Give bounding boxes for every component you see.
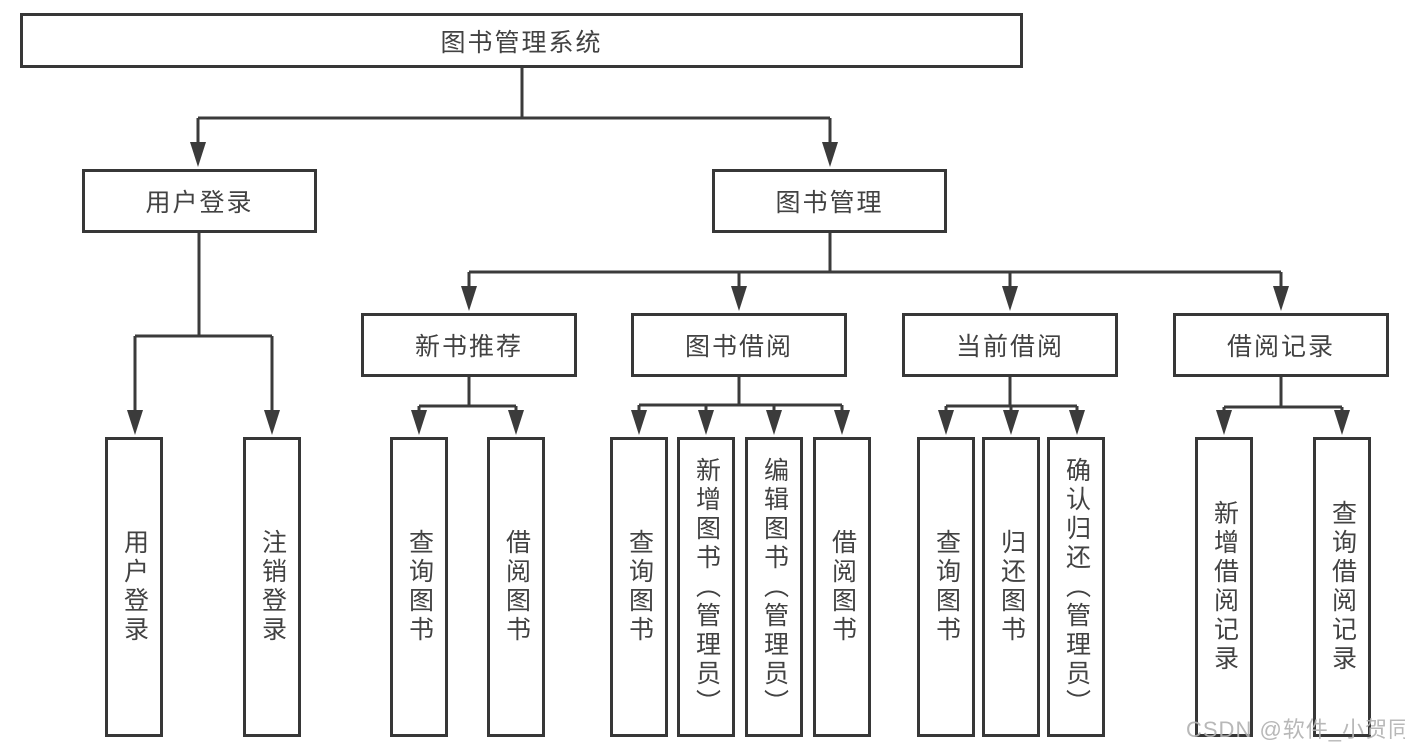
node-label: 新增图书（管理员） [692, 456, 721, 718]
leaf-query-books-2: 查询图书 [610, 437, 668, 737]
leaf-edit-books-admin: 编辑图书（管理员） [745, 437, 803, 737]
node-label: 确认归还（管理员） [1062, 456, 1091, 718]
node-label: 用户登录 [145, 189, 254, 217]
node-label: 查询图书 [405, 529, 434, 645]
arrow-down-icon [127, 410, 143, 435]
node-borrow-records: 借阅记录 [1173, 313, 1389, 377]
node-label: 归还图书 [997, 529, 1026, 645]
arrow-down-icon [1216, 410, 1232, 435]
leaf-return-books: 归还图书 [982, 437, 1040, 737]
arrow-down-icon [411, 410, 427, 435]
node-label: 查询借阅记录 [1328, 500, 1357, 674]
node-label: 编辑图书（管理员） [760, 456, 789, 718]
arrow-down-icon [508, 410, 524, 435]
leaf-add-borrow-record: 新增借阅记录 [1195, 437, 1253, 737]
arrow-down-icon [631, 410, 647, 435]
node-label: 注销登录 [258, 529, 287, 645]
arrow-down-icon [698, 410, 714, 435]
node-root: 图书管理系统 [20, 13, 1023, 68]
watermark: CSDN @软件_小贺同学 [1186, 717, 1405, 742]
leaf-borrow-books-1: 借阅图书 [487, 437, 545, 737]
leaf-add-books-admin: 新增图书（管理员） [677, 437, 735, 737]
arrow-down-icon [766, 410, 782, 435]
arrow-down-icon [1273, 286, 1289, 311]
connector-new-book-rec-children [417, 377, 518, 422]
arrow-down-icon [190, 142, 206, 167]
arrow-down-icon [264, 410, 280, 435]
node-label: 图书管理 [775, 189, 884, 217]
arrow-down-icon [822, 142, 838, 167]
leaf-query-borrow-record: 查询借阅记录 [1313, 437, 1371, 737]
node-current-borrow: 当前借阅 [902, 313, 1118, 377]
leaf-logout: 注销登录 [243, 437, 301, 737]
node-label: 查询图书 [625, 529, 654, 645]
node-label: 借阅记录 [1226, 333, 1335, 361]
connector-root-to-level2 [196, 68, 832, 154]
arrowheads [127, 142, 1350, 435]
node-label: 当前借阅 [955, 333, 1064, 361]
connector-book-borrow-children [637, 377, 844, 422]
arrow-down-icon [461, 286, 477, 311]
arrow-down-icon [1002, 286, 1018, 311]
connector-user-login-children [133, 233, 274, 422]
node-user-login: 用户登录 [82, 169, 317, 233]
arrow-down-icon [834, 410, 850, 435]
node-new-book-rec: 新书推荐 [361, 313, 577, 377]
connector-borrow-records-children [1222, 377, 1344, 422]
arrow-down-icon [1069, 410, 1085, 435]
arrow-down-icon [1334, 410, 1350, 435]
node-label: 借阅图书 [502, 529, 531, 645]
node-label: 图书借阅 [684, 333, 793, 361]
leaf-borrow-books-2: 借阅图书 [813, 437, 871, 737]
leaf-query-books-3: 查询图书 [917, 437, 975, 737]
arrow-down-icon [938, 410, 954, 435]
node-label: 用户登录 [120, 529, 149, 645]
node-book-mgmt: 图书管理 [712, 169, 947, 233]
leaf-user-login: 用户登录 [105, 437, 163, 737]
arrow-down-icon [1003, 410, 1019, 435]
leaf-query-books-1: 查询图书 [390, 437, 448, 737]
node-label: 查询图书 [932, 529, 961, 645]
node-label: 借阅图书 [828, 529, 857, 645]
node-book-borrow: 图书借阅 [631, 313, 847, 377]
arrow-down-icon [731, 286, 747, 311]
node-label: 新增借阅记录 [1210, 500, 1239, 674]
leaf-confirm-return-admin: 确认归还（管理员） [1047, 437, 1105, 737]
connector-book-mgmt-to-level3 [467, 233, 1283, 297]
node-label: 新书推荐 [414, 333, 523, 361]
node-label: 图书管理系统 [440, 28, 603, 57]
